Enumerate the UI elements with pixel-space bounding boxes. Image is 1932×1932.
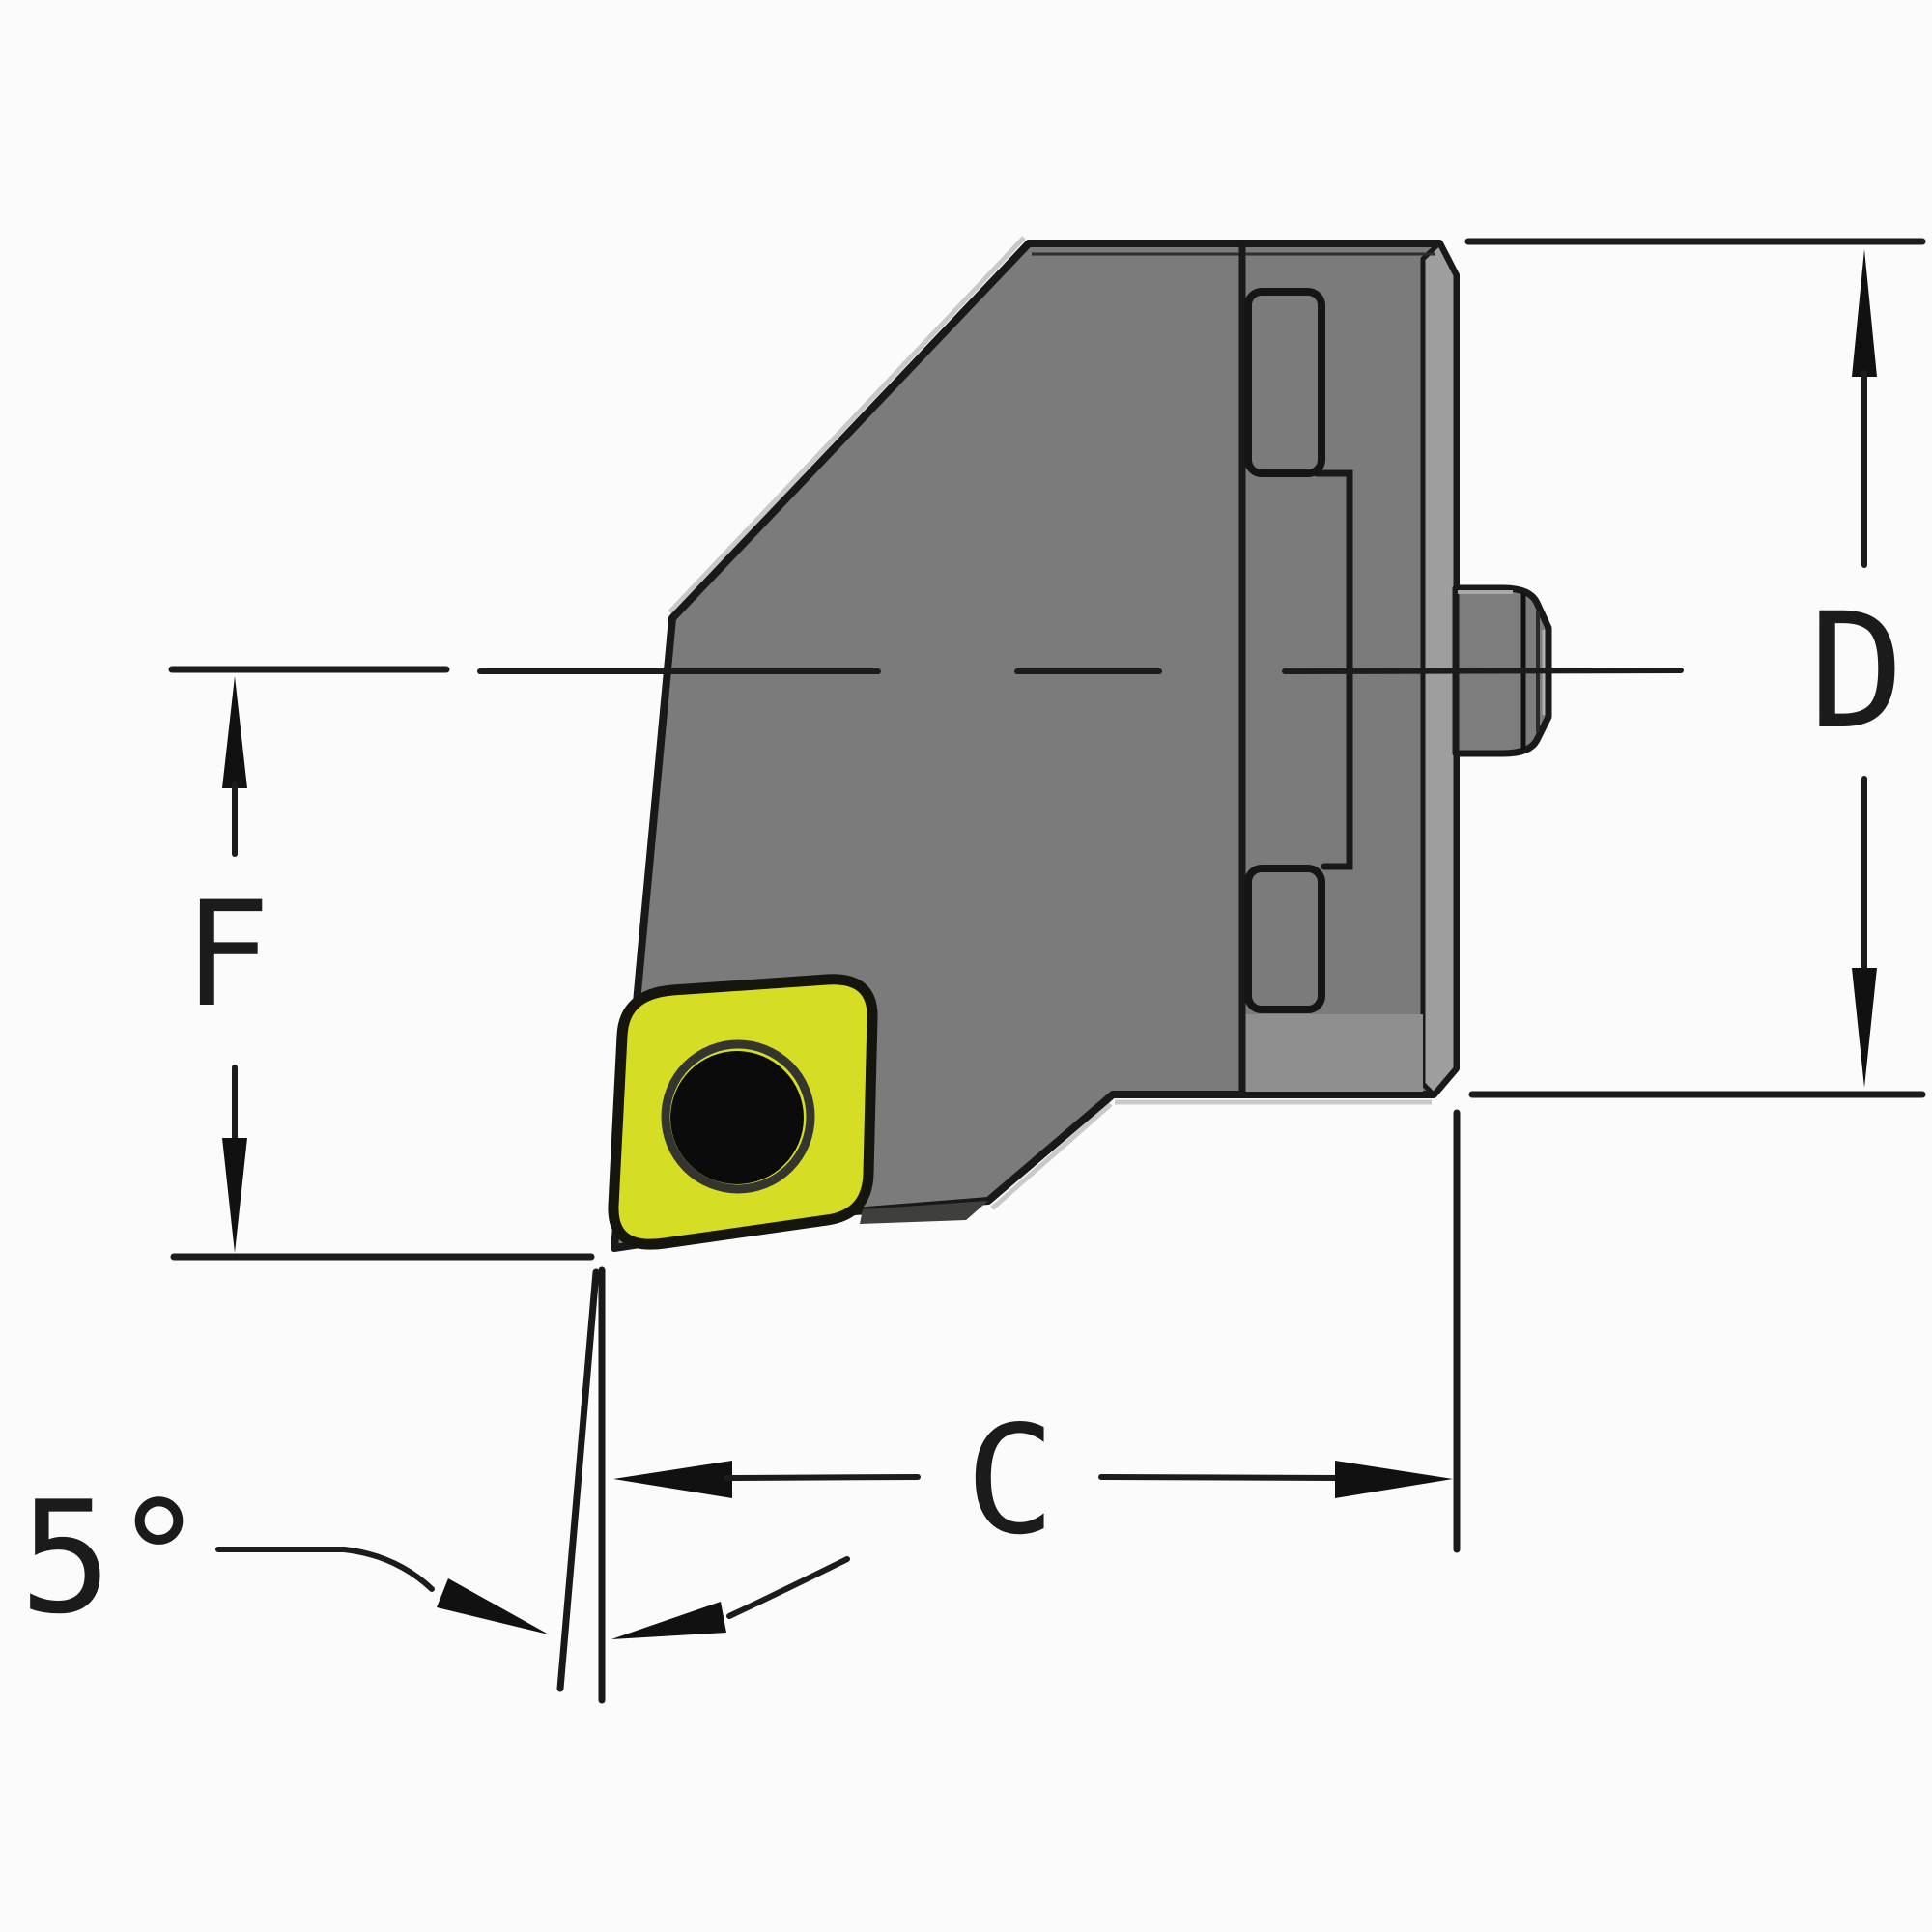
dim-label-f: F: [184, 871, 270, 1039]
dim-label-d: D: [1808, 579, 1904, 764]
angle-ref-line-slanted: [556, 1268, 600, 1692]
centerline: [477, 668, 1684, 674]
clamp-slot-lower: [1244, 865, 1325, 1013]
angle-label: 5°: [19, 1467, 206, 1648]
dimension-d: D: [1464, 238, 1926, 1098]
dim-f-arrow-down: [222, 1138, 247, 1253]
dim-c-arrow-right: [1335, 1461, 1453, 1498]
dimension-f: F: [168, 666, 595, 1261]
body-bottom-highlight: [990, 1099, 1432, 1210]
angle-leader-right: [726, 1556, 850, 1619]
angle-callout-5deg: 5°: [19, 1266, 850, 1704]
dim-label-c: C: [965, 1393, 1055, 1568]
dim-d-arrow-up: [1852, 249, 1877, 377]
insert-screw-hole: [670, 1051, 804, 1184]
dim-c-arrow-left: [613, 1461, 732, 1498]
dim-c-line-left: [724, 1474, 921, 1481]
dim-f-arrow-up: [222, 676, 247, 788]
insert-shadow: [860, 1201, 988, 1224]
dimension-c: C: [613, 1109, 1461, 1568]
angle-leader-right-arrow: [611, 1602, 726, 1639]
dim-c-line-right: [1098, 1474, 1340, 1481]
angle-leader-left-arrow: [437, 1578, 549, 1634]
insert-hole-chamfer: [661, 1039, 815, 1194]
body-highlight-edge: [668, 236, 1026, 614]
dim-d-arrow-down: [1852, 968, 1877, 1088]
centerline-dash-long-right: [1282, 668, 1684, 674]
angle-leader-left: [215, 1547, 435, 1592]
clamp-slot-upper: [1244, 288, 1325, 477]
cutting-insert: [608, 974, 988, 1250]
body-lower-face: [1244, 1014, 1423, 1092]
